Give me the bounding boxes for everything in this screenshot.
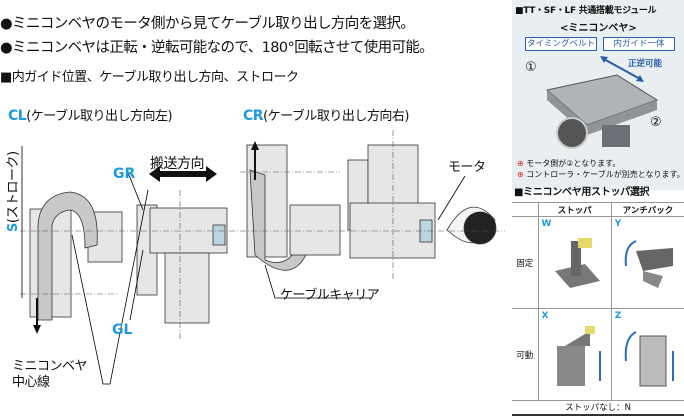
note-controller: ⊕ コントローラ・ケーブルが別売となります。 <box>517 169 684 180</box>
cr-label: CR(ケーブル取り出し方向右) <box>243 105 409 124</box>
stroke-code: S <box>6 223 21 232</box>
info-icon: ⊕ <box>517 159 524 168</box>
antiback-movable-image <box>624 331 674 387</box>
code-z: Z <box>614 311 622 321</box>
transport-direction-label: 搬送方向 <box>150 156 205 172</box>
row-fixed: 固定 <box>512 216 539 309</box>
panel-title: ■TT・SF・LF 共通搭載モジュール <box>515 6 657 16</box>
direction-label: 正逆可能 <box>628 59 663 69</box>
stopper-title: ■ミニコンベヤ用ストッパ選択 <box>514 187 650 198</box>
antiback-fixed-image <box>624 240 673 288</box>
col-stopper: ストッパ <box>537 202 612 217</box>
note-motor-text: モータ側が②となります。 <box>526 159 621 168</box>
gl-label: GL <box>112 322 133 338</box>
section-title: ■内ガイド位置、ケーブル取り出し方向、ストローク <box>0 70 299 85</box>
stopper-table: ストッパアンチバック 固定 W Y 可動 X Z ストッパなし：N <box>512 202 684 416</box>
num-1: ① <box>525 60 537 75</box>
info-icon: ⊕ <box>517 170 524 179</box>
note-motor-side: ⊕ モータ側が②となります。 <box>517 158 620 169</box>
tag-inner-guide: 内ガイド一体 <box>603 37 675 51</box>
code-x: X <box>541 311 549 321</box>
cl-code: CL <box>8 108 27 124</box>
panel-subtitle: <ミニコンベヤ> <box>560 23 637 34</box>
module-panel: ■TT・SF・LF 共通搭載モジュール <ミニコンベヤ> タイミングベルト 内ガ… <box>512 0 684 416</box>
col-antiback: アンチバック <box>610 202 684 217</box>
conveyor-diagram <box>20 130 505 385</box>
no-stopper-label: ストッパなし：N <box>565 403 631 414</box>
centerline-label-2: 中心線 <box>12 375 50 390</box>
down-arrow-icon <box>33 298 41 334</box>
note-1: ●ミニコンベヤのモータ側から見てケーブル取り出し方向を選択。 <box>0 16 415 32</box>
no-stopper-option[interactable]: ストッパなし：N <box>512 400 684 416</box>
tag-timing-belt: タイミングベルト <box>525 37 597 51</box>
cable-carrier-label: ケーブルキャリア <box>280 288 380 303</box>
centerline-label-1: ミニコンベヤ <box>12 359 88 374</box>
conveyor-photo <box>545 56 659 149</box>
cl-label: CL(ケーブル取り出し方向左) <box>8 105 173 124</box>
cl-desc: (ケーブル取り出し方向左) <box>26 109 173 124</box>
stopper-movable-image <box>556 326 601 386</box>
code-w: W <box>541 219 552 229</box>
option-x[interactable]: X <box>537 308 612 401</box>
transport-arrow-icon <box>149 166 217 182</box>
cr-desc: (ケーブル取り出し方向右) <box>263 109 409 124</box>
option-w[interactable]: W <box>537 216 612 309</box>
option-z[interactable]: Z <box>610 308 684 401</box>
stroke-desc: (ストローク) <box>6 151 21 224</box>
row-movable: 可動 <box>512 308 539 401</box>
option-y[interactable]: Y <box>610 216 684 309</box>
note-controller-text: コントローラ・ケーブルが別売となります。 <box>526 170 684 179</box>
num-2: ② <box>650 115 662 130</box>
note-2: ●ミニコンベヤは正転・逆転可能なので、180°回転させて使用可能。 <box>0 40 434 56</box>
motor-label: モータ <box>448 160 486 175</box>
gr-label: GR <box>113 166 136 182</box>
up-arrow-icon <box>251 141 259 180</box>
module-header: ■TT・SF・LF 共通搭載モジュール <ミニコンベヤ> タイミングベルト 内ガ… <box>512 0 684 190</box>
stroke-label: S(ストローク) <box>2 151 21 232</box>
code-y: Y <box>614 219 622 229</box>
stopper-fixed-image <box>554 238 600 288</box>
cr-code: CR <box>243 108 264 124</box>
